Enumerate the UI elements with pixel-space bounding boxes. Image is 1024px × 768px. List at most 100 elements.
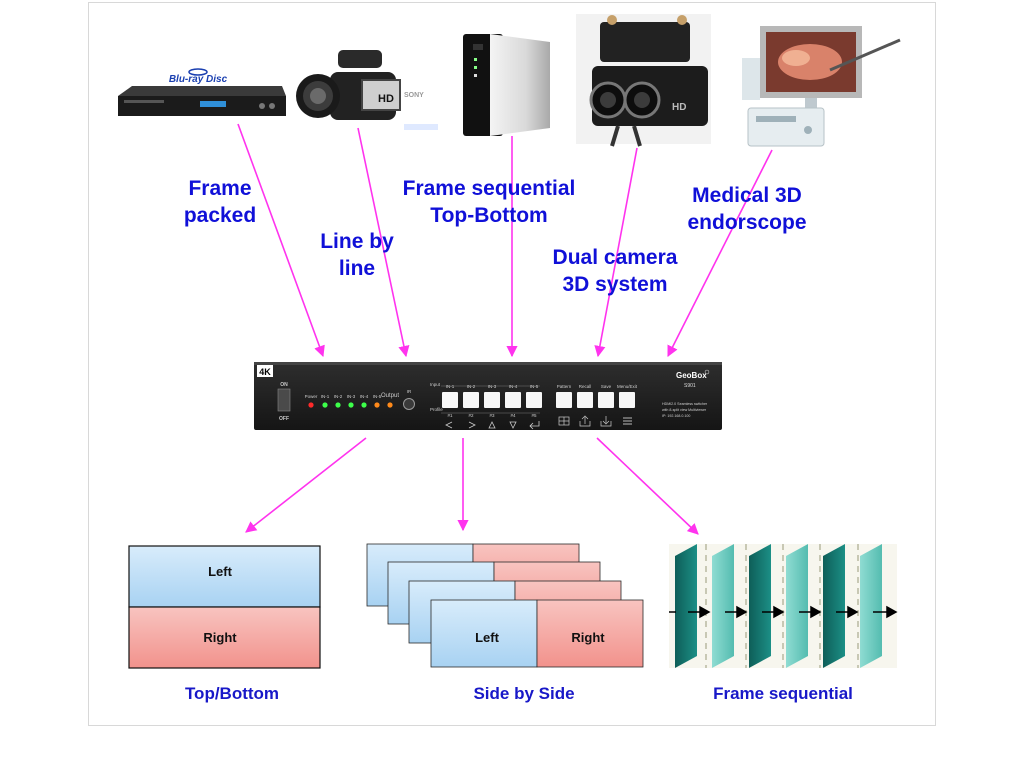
recall-button[interactable] [577,392,593,408]
label-frame-packed: Frame packed [168,175,272,229]
input-arrows [237,123,773,358]
input-row-label: Input [430,382,441,387]
led-in5 [374,402,380,408]
device-4k-badge: 4K [259,367,271,377]
left-arrow-icon [445,421,453,429]
input-key-label-1: IN-1 [446,384,455,389]
led-label-in2: IN-2 [334,394,343,399]
camcorder-hd-badge: HD [378,93,394,105]
led-in3 [348,402,354,408]
power-switch[interactable] [277,388,291,412]
enter-icon [529,421,540,430]
led-in1 [322,402,328,408]
label-side-by-side: Side by Side [473,684,575,703]
device-brand: GeoBox [676,371,707,380]
label-frame-packed-line-2: packed [183,204,257,227]
save-button[interactable] [598,392,614,408]
input-key-5[interactable] [526,392,542,408]
led-label-in5: IN-5 [373,394,382,399]
input-key-4[interactable] [505,392,521,408]
label-line-by-line-line-2: line [338,257,376,280]
top-bottom-right-text: Right [203,630,237,645]
arrow-line-by-line [357,127,410,358]
led-label-output: Output [381,393,399,399]
device-desc-line-2: with 8-split view Multiviewer [662,408,707,412]
label-line-by-line-line-1: Line by [320,230,394,253]
frame-seq-dark-1 [675,544,697,668]
arrow-to-top-bottom [245,437,367,533]
frame-seq-dark-2 [749,544,771,668]
led-in2 [335,402,341,408]
label-top-bottom: Top/Bottom [184,684,280,703]
menu-exit-button[interactable] [619,392,635,408]
down-arrow-icon [509,421,517,429]
profile-row-label: Profile [430,407,443,412]
profile-key-label-4: #4 [510,413,516,418]
geobox-device: 4K ON OFF Power IN-1 IN-2 IN-3 IN-4 IN-5… [254,362,722,430]
output-arrows [245,437,699,535]
upload-icon [579,415,591,427]
media-player-image [463,34,550,136]
arrow-dual-camera [594,147,638,358]
dual-camera-hd-badge: HD [672,102,686,113]
profile-key-label-1: #1 [447,413,453,418]
led-label-in4: IN-4 [360,394,369,399]
input-key-1[interactable] [442,392,458,408]
frame-sequential-diagram [669,544,898,668]
side-by-side-diagram: Left Right [366,543,644,668]
dual-camera-image: HD [576,14,711,147]
switch-on-label: ON [280,382,288,388]
label-fs-line-2: Top-Bottom [430,204,548,227]
switch-off-label: OFF [279,416,289,422]
led-label-in1: IN-1 [321,394,330,399]
label-dual-camera-line-1: Dual camera [552,246,678,269]
led-label-power: Power [305,394,318,399]
sbs-frame-front: Left Right [430,599,644,668]
up-arrow-icon [488,421,496,429]
label-dual-camera: Dual camera 3D system [540,244,690,298]
bluray-player-image: Blu-ray Disc [118,68,286,116]
grid-icon [558,416,570,426]
frame-seq-light-1 [712,544,734,668]
bluray-logo: Blu-ray Disc [169,74,228,85]
label-medical-endoscope: Medical 3D endorscope [672,182,822,236]
top-bottom-left-text: Left [208,564,233,579]
input-key-label-3: IN-3 [488,384,497,389]
label-frame-sequential-top-bottom: Frame sequential Top-Bottom [384,175,594,229]
input-key-3[interactable] [484,392,500,408]
profile-key-label-5: #5 [531,413,537,418]
input-key-label-4: IN-4 [509,384,518,389]
frame-seq-light-3 [860,544,882,668]
input-key-2[interactable] [463,392,479,408]
led-output [387,402,393,408]
device-desc-line-1: HDMI2.0 Seamless switcher [662,402,708,406]
led-in4 [361,402,367,408]
func-key-label-menu: Menu/Exit [617,384,638,389]
frame-seq-arrows [669,605,898,619]
func-key-label-pattern: Pattern [557,384,572,389]
led-power [308,402,314,408]
input-key-label-2: IN-2 [467,384,476,389]
top-bottom-left-panel [128,545,321,608]
pattern-button[interactable] [556,392,572,408]
func-key-label-recall: Recall [579,384,592,389]
arrow-to-frame-sequential [596,437,699,535]
arrow-endoscope [667,149,773,357]
func-key-label-save: Save [601,384,612,389]
label-frame-packed-line-1: Frame [188,177,252,200]
device-model: S901 [684,383,696,389]
label-frame-sequential: Frame sequential [713,684,853,703]
camcorder-image: HD SONY [296,50,438,130]
ir-label: IR [407,389,412,394]
led-row: Power IN-1 IN-2 IN-3 IN-4 IN-5 Output [305,393,399,408]
arrow-frame-packed [237,123,325,358]
input-key-label-5: IN-5 [530,384,539,389]
top-bottom-right-panel [128,606,321,669]
label-line-by-line: Line by line [304,228,410,282]
label-dual-camera-line-2: 3D system [562,273,668,296]
label-fs-line-1: Frame sequential [402,177,576,200]
download-icon [600,416,612,427]
sbs-right-text: Right [571,630,605,645]
device-desc-line-3: IP: 192.168.0.100 [662,414,690,418]
